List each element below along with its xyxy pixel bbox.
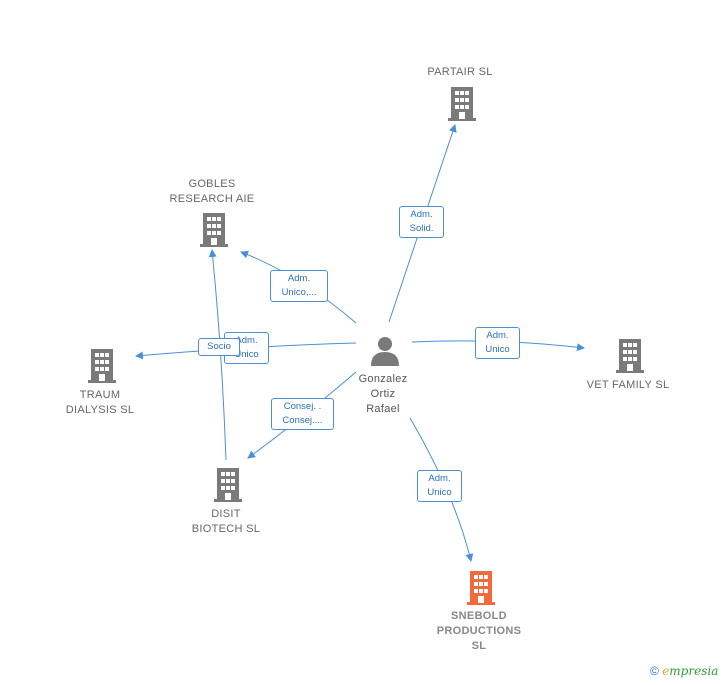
company-name-line3: SL [471,640,487,652]
edge-label-line1: Adm. [287,273,311,284]
company-name-line2: DIALYSIS SL [65,404,135,416]
company-label-disit[interactable]: DISIT BIOTECH SL [166,507,286,537]
edge-label-disit: Consej. . Consej.... [271,398,334,430]
company-label-gobles[interactable]: GOBLES RESEARCH AIE [152,177,272,207]
edge-label-vet: Adm. Unico [475,327,520,359]
edge-label-line2: Solid. [409,223,434,234]
company-label-snebold[interactable]: SNEBOLD PRODUCTIONS SL [419,609,539,654]
company-name: VET FAMILY SL [586,379,670,391]
company-name-line2: BIOTECH SL [191,523,261,535]
edge-label-line1: Adm. [235,335,258,346]
edge-label-line2: Unico [234,349,259,360]
copyright-symbol: © [650,664,659,678]
edge-label-line1: Adm. [486,330,509,341]
person-label[interactable]: Gonzalez Ortiz Rafael [333,372,433,417]
company-name: PARTAIR SL [427,66,493,78]
edge-label-line1: Socio [207,341,231,352]
company-name-line1: TRAUM [79,389,121,401]
brand-e: e [662,664,670,678]
edge-label-line1: Adm. [428,473,451,484]
building-icon-gobles [200,213,228,247]
edge-label-line2: Unico [485,344,510,355]
edge-label-line2: Unico [427,487,452,498]
edge-label-line1: Consej. . [283,401,322,412]
company-label-vet[interactable]: VET FAMILY SL [568,378,688,393]
company-name-line1: GOBLES [188,178,236,190]
person-name-line1: Gonzalez [358,373,408,385]
brand-name: mpresia [669,664,719,678]
company-name-line2: PRODUCTIONS [436,625,522,637]
company-label-traum[interactable]: TRAUM DIALYSIS SL [40,388,160,418]
edge-label-line1: Adm. [410,209,433,220]
edge-label-snebold: Adm. Unico [417,470,462,502]
building-icon-partair [448,87,476,121]
person-name-line3: Rafael [366,403,400,415]
company-label-partair[interactable]: PARTAIR SL [400,65,520,80]
building-icon-snebold [467,571,495,605]
edge-label-partair: Adm. Solid. [399,206,444,238]
company-name-line2: RESEARCH AIE [169,193,255,205]
edge-label-gobles: Adm. Unico,... [270,270,328,302]
empresia-watermark[interactable]: © empresia [650,664,718,678]
edge-label-line2: Consej.... [282,415,323,426]
building-icon-vet [616,339,644,373]
building-icon-disit [214,468,242,502]
person-name-line2: Ortiz [370,388,396,400]
company-name-line1: SNEBOLD [451,610,507,622]
edge-label-line2: Unico,... [281,287,317,298]
edge-label-socio: Socio [198,338,240,356]
building-icon-traum [88,349,116,383]
company-name-line1: DISIT [211,508,241,520]
person-icon [371,337,399,366]
